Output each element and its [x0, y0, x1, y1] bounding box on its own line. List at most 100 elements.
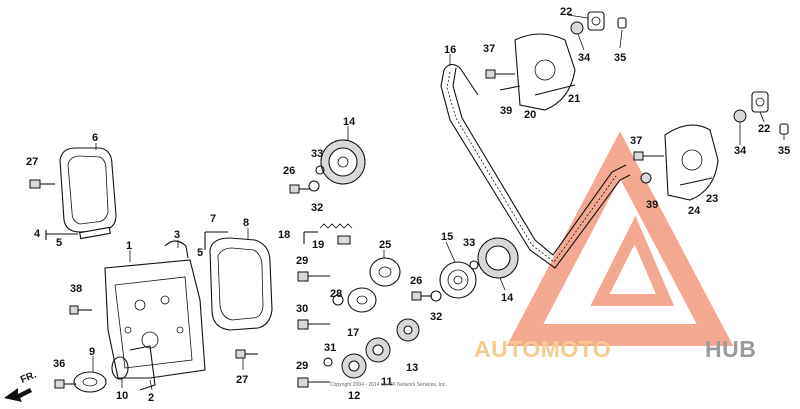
upper-rear-cover-20 [514, 33, 576, 111]
callout-18: 18 [278, 229, 290, 241]
callout-31: 31 [324, 342, 336, 354]
tensioner-arm-17 [347, 287, 377, 313]
callout-23: 23 [706, 193, 718, 205]
bearing-34-lower [733, 109, 747, 123]
bolt-27-lower [235, 349, 258, 359]
callout-37a: 37 [483, 43, 495, 55]
callout-14a: 14 [343, 116, 356, 128]
callout-26a: 26 [283, 165, 295, 177]
guide-plate-13 [396, 318, 420, 342]
callout-2: 2 [148, 392, 154, 404]
bolt-26-upper [289, 184, 310, 194]
camshaft-pulley-14-upper [320, 139, 366, 185]
seal-housing-9 [73, 371, 107, 393]
timing-belt [440, 63, 631, 269]
callout-4: 4 [34, 228, 41, 240]
camshaft-pulley-15 [439, 261, 477, 299]
callout-27a: 27 [26, 156, 38, 168]
bolt-30 [297, 319, 330, 330]
o-ring-10 [111, 356, 129, 380]
watermark-inner-triangle-icon [590, 215, 675, 306]
seal-22-lower [751, 91, 769, 113]
lower-rear-cover-23 [664, 124, 719, 201]
watermark-text-secondary: HUB [705, 336, 756, 362]
bolt-29-upper [297, 271, 330, 282]
washer-31 [323, 357, 333, 367]
bolt-37-lower [633, 151, 664, 161]
callout-30: 30 [296, 303, 308, 315]
callout-38: 38 [70, 283, 82, 295]
callout-9: 9 [89, 346, 95, 358]
callout-36: 36 [53, 358, 65, 370]
callout-34a: 34 [578, 52, 591, 64]
callout-32a: 32 [311, 202, 323, 214]
callout-29a: 29 [296, 255, 308, 267]
bolt-37-upper [485, 69, 515, 79]
washer-32-lower [430, 290, 442, 302]
bolt-38 [69, 305, 92, 315]
bolt-39-upper [499, 85, 521, 91]
bolt-26-lower [411, 291, 432, 301]
callout-15: 15 [441, 231, 453, 243]
callout-25: 25 [379, 239, 391, 251]
callout-20: 20 [524, 109, 536, 121]
callout-32b: 32 [430, 311, 442, 323]
callout-numbers: 1 2 3 4 5 5 6 7 8 9 10 11 12 13 14 14 15… [26, 6, 790, 404]
callout-5a: 5 [56, 237, 62, 249]
cap-35-lower [779, 123, 789, 135]
leader-lines [92, 14, 785, 391]
callout-14b: 14 [501, 292, 514, 304]
front-direction-arrow-icon [4, 388, 32, 402]
callout-12: 12 [348, 390, 360, 402]
collar-28 [332, 294, 344, 306]
washer-32-upper [308, 180, 320, 192]
callout-6: 6 [92, 132, 98, 144]
callout-35a: 35 [614, 52, 626, 64]
callout-8: 8 [243, 217, 249, 229]
crank-pulley-12 [341, 353, 367, 379]
callout-16: 16 [444, 44, 456, 56]
callout-39b: 39 [646, 199, 658, 211]
small-seal-3 [164, 240, 189, 259]
back-timing-cover [104, 259, 206, 379]
bolt-36 [54, 379, 76, 389]
callout-13: 13 [406, 362, 418, 374]
callout-7: 7 [210, 213, 216, 225]
seal-strip [45, 226, 111, 240]
middle-timing-cover [204, 231, 273, 331]
callout-33b: 33 [463, 237, 475, 249]
bolt-29-lower [297, 377, 330, 388]
washer-33-upper [315, 165, 325, 175]
seal-22-upper [587, 11, 605, 31]
callout-3: 3 [174, 229, 180, 241]
callout-26b: 26 [410, 275, 422, 287]
tensioner-spring-18 [303, 223, 353, 244]
cap-35-upper [617, 17, 627, 29]
callout-37b: 37 [630, 135, 642, 147]
callout-5b: 5 [197, 247, 203, 259]
watermark-text-primary: AUTOMOTO [474, 336, 611, 362]
tensioner-pulley-25 [369, 257, 401, 287]
callout-29b: 29 [296, 360, 308, 372]
callout-28: 28 [330, 288, 342, 300]
timing-sprocket-11 [365, 337, 391, 363]
upper-timing-cover [59, 147, 117, 233]
front-direction-label: FR. [19, 369, 38, 385]
bearing-34-upper [570, 21, 584, 35]
callout-10: 10 [116, 390, 128, 402]
gasket-2 [129, 345, 156, 391]
callout-39a: 39 [500, 105, 512, 117]
camshaft-pulley-14-lower [477, 237, 519, 279]
callout-22b: 22 [758, 123, 770, 135]
bolt-27-upper [29, 179, 55, 189]
callout-35b: 35 [778, 145, 790, 157]
callout-17: 17 [347, 327, 359, 339]
callout-33a: 33 [311, 148, 323, 160]
callout-21: 21 [568, 93, 580, 105]
copyright-notice: Copyright 2004 - 2014 by ARI Network Ser… [330, 382, 447, 388]
callout-1: 1 [126, 240, 132, 252]
damper-19 [337, 235, 351, 245]
callout-11: 11 [381, 376, 393, 388]
bolt-39-lower [640, 172, 652, 184]
